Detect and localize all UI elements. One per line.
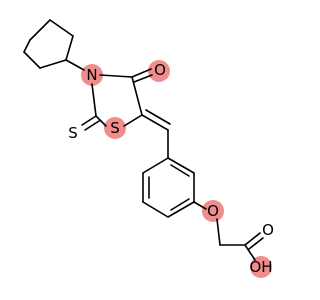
atom-labels: N O S S O O OH xyxy=(68,61,274,276)
highlight-n1 xyxy=(81,64,103,86)
bond-c2-s2-b xyxy=(84,120,100,131)
bond-ar-o3 xyxy=(193,201,207,210)
molecule-structure: N O S S O O OH xyxy=(23,19,274,278)
bond-c-o2-b xyxy=(248,237,264,250)
bond-c4-o1-b xyxy=(133,74,153,83)
bond-c4-c5 xyxy=(131,76,143,116)
bond-n-c4 xyxy=(99,74,133,78)
bond-cy6 xyxy=(23,39,31,53)
bond-cy-n xyxy=(65,59,85,71)
bond-c2-s2-a xyxy=(81,115,97,126)
bond-ar4 xyxy=(167,201,195,218)
bond-c5-ch-b xyxy=(145,109,171,125)
atom-highlights xyxy=(81,60,272,278)
highlight-o3 xyxy=(202,200,224,222)
bond-cy3 xyxy=(65,35,74,61)
highlight-s1 xyxy=(104,117,126,139)
atom-o2-label: O xyxy=(262,221,274,239)
highlight-o1 xyxy=(148,60,170,82)
bond-c5-s1 xyxy=(123,114,143,127)
atom-o3-label: O xyxy=(207,202,219,220)
bond-c-o2-a xyxy=(244,232,261,246)
bond-ar6 xyxy=(167,157,195,174)
bond-cy5 xyxy=(23,51,41,69)
bond-c2-n xyxy=(91,83,97,117)
atom-s2-label: S xyxy=(68,124,78,142)
atom-o4-label: OH xyxy=(249,258,272,276)
bond-s1-c2 xyxy=(95,115,107,127)
bond-cy1 xyxy=(29,19,51,41)
highlight-o4 xyxy=(250,256,272,278)
bond-ar-in3 xyxy=(170,164,190,177)
bond-ar3 xyxy=(142,201,169,218)
bond-ar1 xyxy=(142,157,169,174)
bond-c5-ch-a xyxy=(141,114,169,131)
atom-o1-label: O xyxy=(154,61,166,79)
bond-c-o4 xyxy=(244,244,256,261)
bond-cy2 xyxy=(49,19,74,37)
bond-cy4 xyxy=(39,59,67,69)
bond-o3-ch2 xyxy=(216,218,221,246)
bond-ar-in2 xyxy=(170,198,190,211)
atom-n1-label: N xyxy=(86,66,97,84)
bonds xyxy=(23,19,264,261)
atom-s1-label: S xyxy=(110,119,120,137)
bond-c4-o1-a xyxy=(131,68,152,78)
